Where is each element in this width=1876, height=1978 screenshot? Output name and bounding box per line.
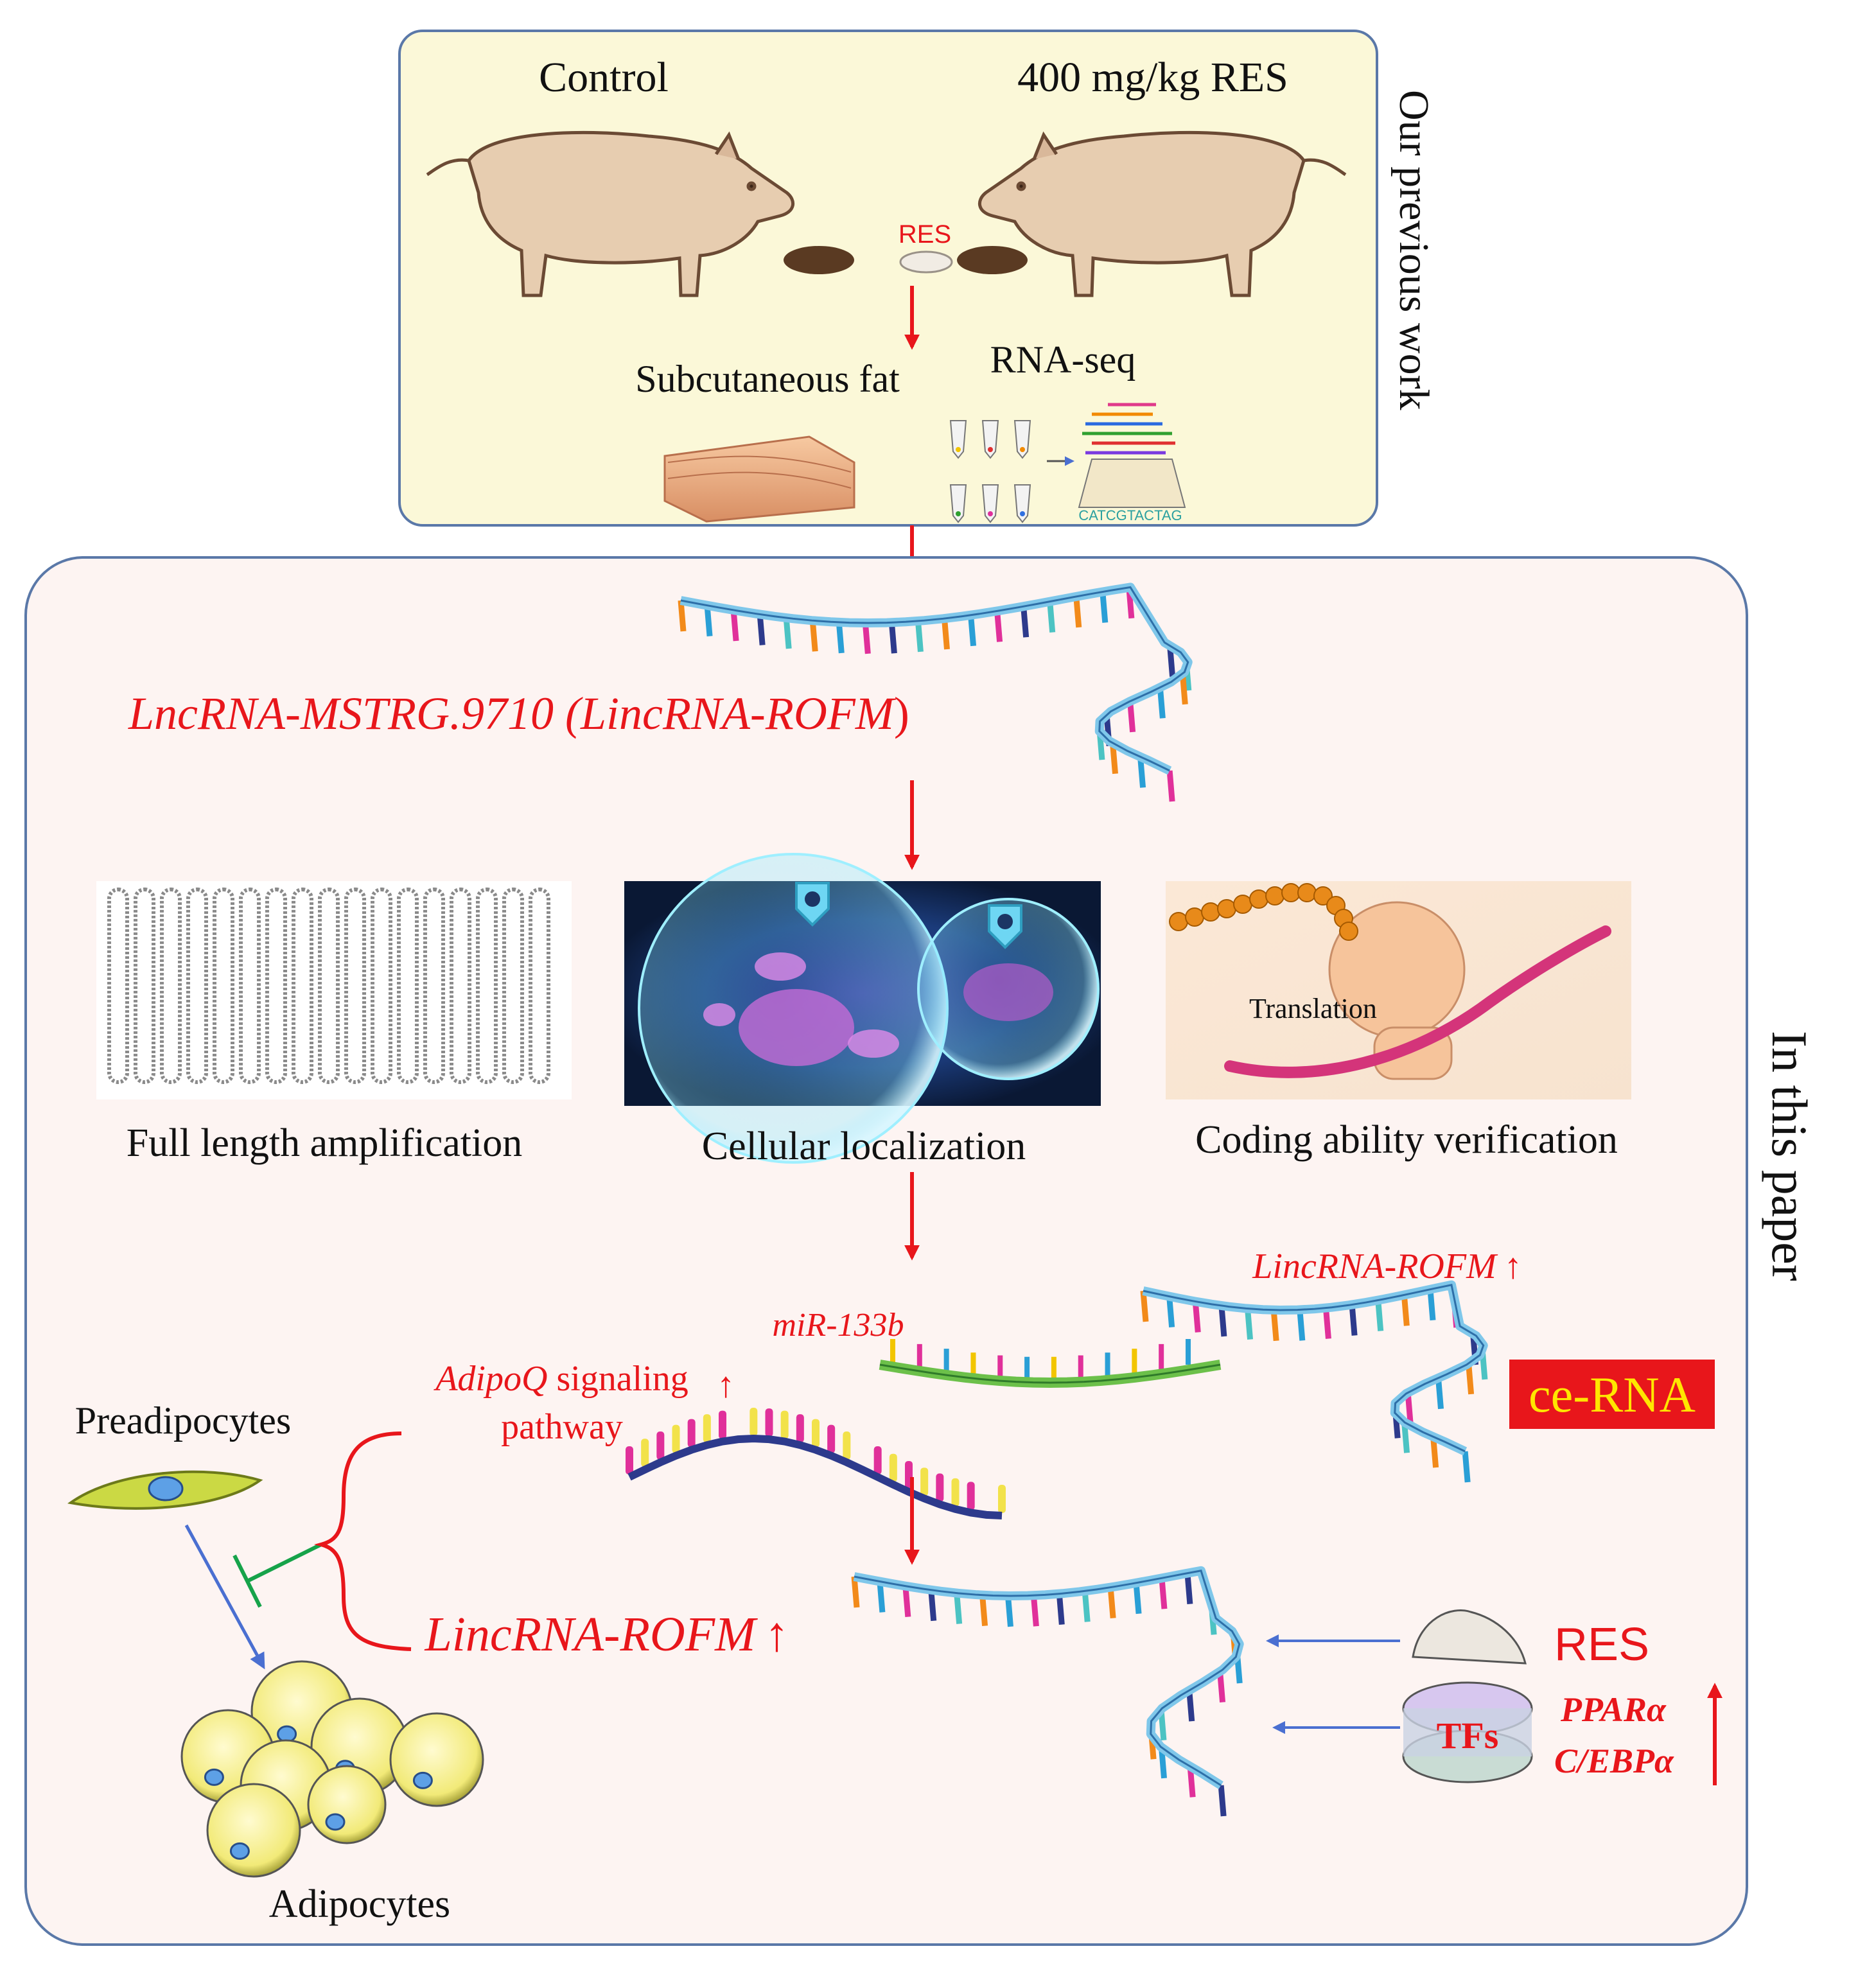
mirna-label: miR-133b bbox=[772, 1307, 904, 1343]
feed-pile-treatment bbox=[957, 246, 1028, 274]
full-length-label: Full length amplification bbox=[127, 1121, 522, 1165]
differentiation-arrow bbox=[184, 1524, 265, 1670]
rna-seq-label: RNA-seq bbox=[990, 338, 1136, 381]
lincrna-up-top-text: LincRNA-ROFM bbox=[1252, 1247, 1498, 1286]
feed-pile-control bbox=[784, 246, 854, 274]
subcutaneous-fat-label: Subcutaneous fat bbox=[635, 358, 900, 400]
lncrna-title-part3: ) bbox=[894, 688, 909, 739]
res-powder-icon bbox=[899, 250, 953, 274]
rna-secondary-structure-icon bbox=[107, 888, 550, 1084]
cerna-label: ce-RNA bbox=[1529, 1367, 1696, 1422]
lncrna-title-part1: LncRNA-MSTRG.9710 ( bbox=[128, 688, 583, 739]
preadipocytes-label: Preadipocytes bbox=[75, 1399, 292, 1442]
adipocytes-label: Adipocytes bbox=[269, 1882, 450, 1926]
side-label-previous: Our previous work bbox=[1390, 90, 1437, 410]
lincrna-up-bottom: LincRNA-ROFM↑ bbox=[424, 1607, 789, 1661]
cerna-badge bbox=[1509, 1360, 1715, 1429]
ppar-label: PPARα bbox=[1560, 1690, 1667, 1729]
up-arrow-adipoq: ↑ bbox=[717, 1364, 735, 1405]
side-label-this-paper: In this paper bbox=[1762, 1031, 1818, 1281]
sample-tubes-icon bbox=[949, 420, 1031, 523]
cell-localization-image bbox=[624, 853, 1101, 1164]
lincrna-strand-cerna bbox=[1140, 1280, 1488, 1483]
up-arrow-top: ↑ bbox=[1504, 1247, 1522, 1286]
full-length-image bbox=[96, 881, 572, 1099]
lincrna-strand-final bbox=[851, 1566, 1244, 1817]
lincrna-up-top: LincRNA-ROFM↑ bbox=[1252, 1247, 1521, 1286]
sequence-text: CATCGTACTAG bbox=[1078, 507, 1182, 523]
res-label-top: RES bbox=[899, 220, 951, 249]
tfs-label: TFs bbox=[1437, 1715, 1499, 1756]
tfs-icon bbox=[1402, 1681, 1533, 1783]
pig-control-icon bbox=[426, 130, 794, 297]
mirna-strand bbox=[879, 1339, 1222, 1388]
sequencing-reads-icon bbox=[1078, 403, 1186, 508]
fat-tissue-icon bbox=[663, 435, 855, 523]
up-arrow-bottom: ↑ bbox=[765, 1607, 789, 1661]
translation-image bbox=[1166, 881, 1631, 1099]
inhibit-symbol bbox=[232, 1543, 322, 1608]
adipoq-italic: AdipoQ bbox=[433, 1359, 547, 1399]
lncrna-title-part2: LincRNA-ROFM bbox=[580, 688, 897, 739]
preadipocyte-icon bbox=[67, 1470, 263, 1510]
brace-bracket bbox=[313, 1431, 412, 1651]
pig-treatment-icon bbox=[978, 130, 1347, 297]
lncrna-strand-1 bbox=[678, 582, 1193, 802]
adipoq-rest: signaling bbox=[547, 1359, 688, 1399]
pathway-label: pathway bbox=[501, 1407, 623, 1447]
coding-label: Coding ability verification bbox=[1195, 1118, 1618, 1162]
localization-label: Cellular localization bbox=[702, 1125, 1026, 1168]
res-label-bottom: RES bbox=[1554, 1619, 1649, 1670]
control-label: Control bbox=[539, 54, 669, 101]
adipocytes-cluster-icon bbox=[180, 1660, 484, 1878]
translation-label: Translation bbox=[1249, 993, 1377, 1024]
lncrna-title: LncRNA-MSTRG.9710 (LincRNA-ROFM) bbox=[128, 688, 909, 739]
adipoq-label: AdipoQ signaling bbox=[433, 1359, 688, 1399]
cebp-label: C/EBPα bbox=[1554, 1742, 1674, 1780]
treatment-label: 400 mg/kg RES bbox=[1017, 54, 1288, 101]
lincrna-up-bottom-text: LincRNA-ROFM bbox=[424, 1607, 758, 1661]
mrna-strand bbox=[626, 1408, 1006, 1519]
res-icon bbox=[1412, 1609, 1527, 1665]
